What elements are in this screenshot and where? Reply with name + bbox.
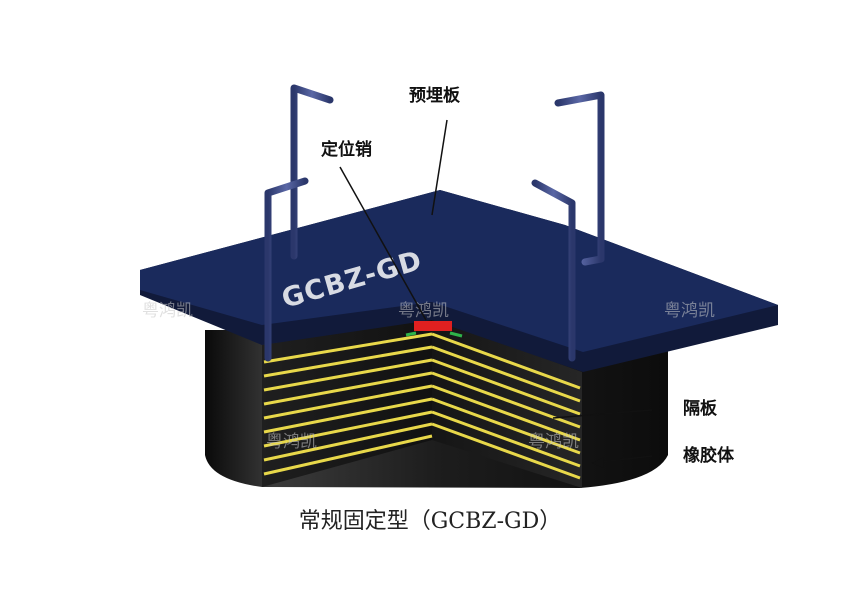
watermark-4: 粤鸿凯 (266, 432, 317, 452)
pin-green-left (406, 333, 416, 335)
label-partition-plate: 隔板 (683, 398, 718, 419)
watermark-5: 粤鸿凯 (528, 432, 579, 452)
figure-caption: 常规固定型（GCBZ-GD） (299, 509, 562, 534)
pin-red-block (414, 321, 452, 331)
watermark-3: 粤鸿凯 (664, 301, 715, 321)
watermark-2: 粤鸿凯 (398, 301, 449, 321)
label-embedded-plate: 预埋板 (409, 85, 461, 106)
watermark-1: 粤鸿凯 (142, 301, 193, 321)
label-locating-pin: 定位销 (321, 139, 372, 160)
label-rubber-body: 橡胶体 (683, 445, 735, 466)
